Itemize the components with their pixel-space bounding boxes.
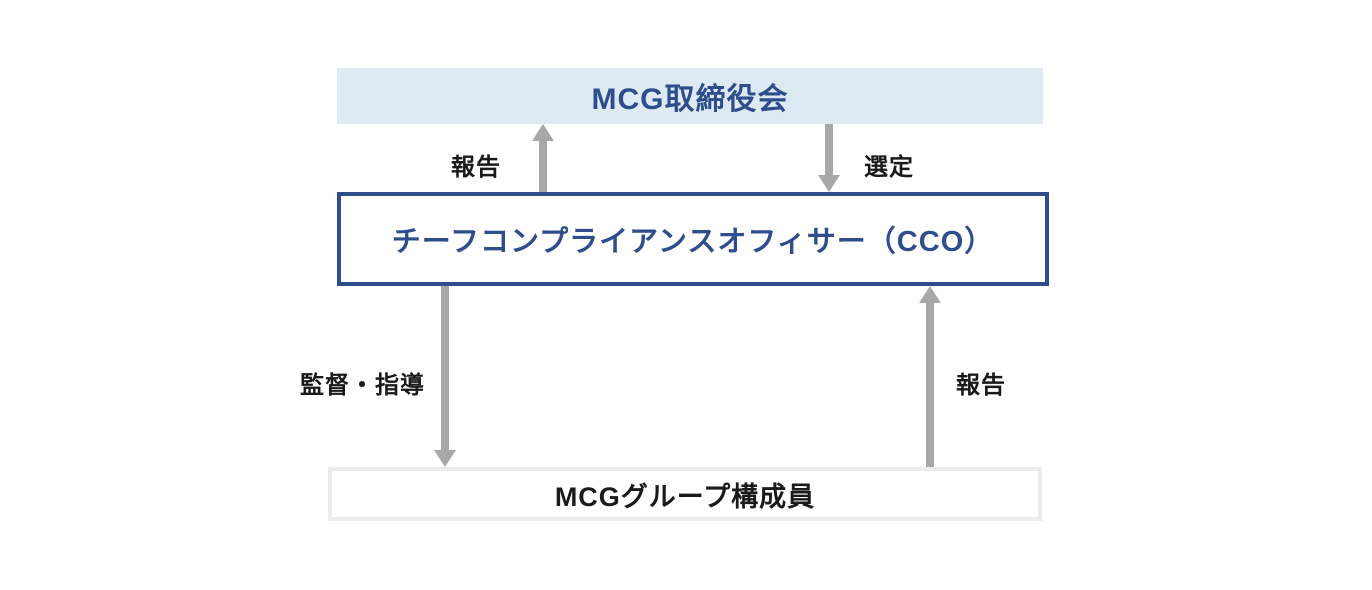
edge-label-selection: 選定 (864, 154, 914, 181)
arrow-up-report-icon (532, 124, 554, 192)
arrow-shaft (926, 301, 934, 467)
arrowhead-down-icon (818, 175, 840, 192)
members-node-label: MCGグループ構成員 (554, 481, 816, 512)
arrow-down-supervision-icon (434, 286, 456, 467)
arrow-shaft (441, 286, 449, 452)
edge-label-report-bottom: 報告 (956, 372, 1006, 399)
edge-label-report-top: 報告 (451, 154, 501, 181)
cco-node-label: チーフコンプライアンスオフィサー（CCO） (391, 226, 995, 258)
arrowhead-up-icon (532, 124, 554, 141)
arrow-up-report-bottom-icon (919, 286, 941, 467)
arrow-shaft (825, 124, 833, 177)
arrow-shaft (539, 139, 547, 192)
arrow-down-selection-icon (818, 124, 840, 192)
arrowhead-up-icon (919, 286, 941, 303)
edge-label-supervision: 監督・指導 (300, 372, 425, 399)
board-node: MCG取締役会 (337, 68, 1043, 124)
board-node-label: MCG取締役会 (591, 83, 789, 116)
cco-node: チーフコンプライアンスオフィサー（CCO） (337, 192, 1049, 286)
members-node: MCGグループ構成員 (328, 467, 1042, 521)
arrowhead-down-icon (434, 450, 456, 467)
